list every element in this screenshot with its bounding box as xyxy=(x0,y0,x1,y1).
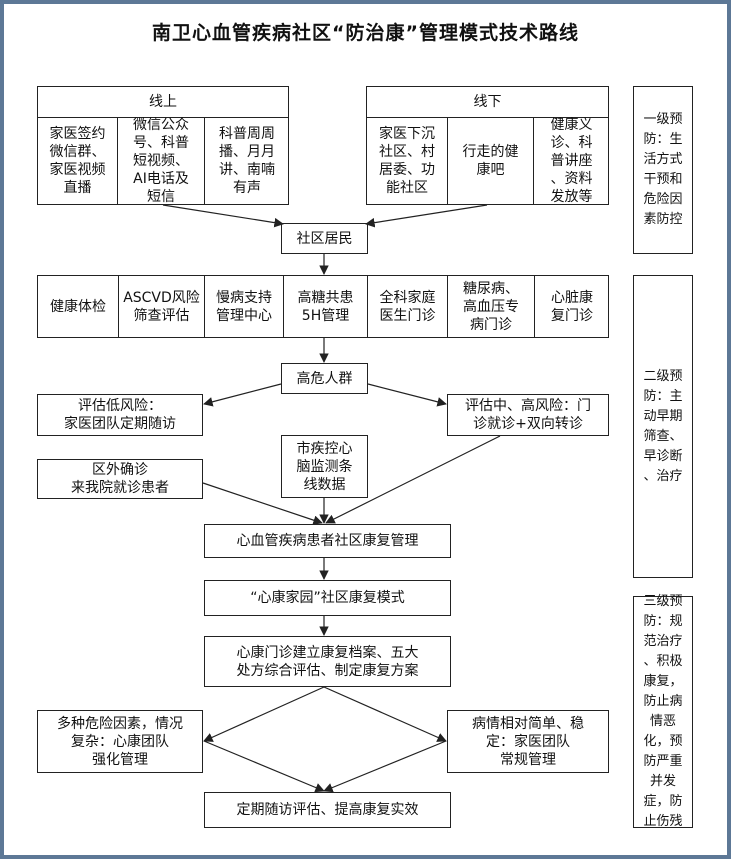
online-group: 线上 家医签约 微信群、 家医视频 直播 微信公众 号、科普 短视频、 AI电话… xyxy=(37,86,289,205)
service-health-checkup: 健康体检 xyxy=(50,298,106,315)
service-5h-management: 高糖共患 5H管理 xyxy=(283,276,367,337)
service-chronic-support-center: 慢病支持 管理中心 xyxy=(204,276,283,337)
offline-item-2: 行走的健 康吧 xyxy=(447,117,533,204)
service-ascvd-screening: ASCVD风险 筛查评估 xyxy=(118,276,204,337)
cdc-monitoring-box: 市疾控心 脑监测条 线数据 xyxy=(281,435,368,498)
prevention-level-1: 一级预 防：生 活方式 干预和 危险因 素防控 xyxy=(633,86,693,254)
simple-case-box: 病情相对简单、稳 定：家医团队 常规管理 xyxy=(447,710,609,773)
low-risk-box: 评估低风险： 家医团队定期随访 xyxy=(37,394,203,436)
followup-box: 定期随访评估、提高康复实效 xyxy=(204,792,451,828)
offline-item-3: 健康义 诊、科 普讲座 、资料 发放等 xyxy=(533,117,608,204)
service-gp-clinic: 全科家庭 医生门诊 xyxy=(367,276,447,337)
complex-case-box: 多种危险因素，情况 复杂：心康团队 强化管理 xyxy=(37,710,203,773)
prevention-level-2: 二级预 防：主 动早期 筛查、 早诊断 、治疗 xyxy=(633,275,693,578)
mid-high-risk-box: 评估中、高风险：门 诊就诊+双向转诊 xyxy=(447,394,609,436)
services-row: 健康体检 ASCVD风险 筛查评估 慢病支持 管理中心 高糖共患 5H管理 全科… xyxy=(37,275,609,338)
community-rehab-management-box: 心血管疾病患者社区康复管理 xyxy=(204,524,451,558)
service-cardiac-rehab-clinic: 心脏康 复门诊 xyxy=(534,276,608,337)
xinkang-model-box: “心康家园”社区康复模式 xyxy=(204,580,451,616)
offline-header: 线下 xyxy=(367,87,608,118)
online-item-3: 科普周周 播、月月 讲、南喃 有声 xyxy=(204,117,288,204)
community-residents-box: 社区居民 xyxy=(281,223,368,254)
offline-group: 线下 家医下沉 社区、村 居委、功 能社区 行走的健 康吧 健康义 诊、科 普讲… xyxy=(366,86,609,205)
xinkang-clinic-box: 心康门诊建立康复档案、五大 处方综合评估、制定康复方案 xyxy=(204,636,451,687)
diagram-title: 南卫心血管疾病社区“防治康”管理模式技术路线 xyxy=(152,22,579,44)
online-item-1: 家医签约 微信群、 家医视频 直播 xyxy=(49,126,106,196)
offline-item-1: 家医下沉 社区、村 居委、功 能社区 xyxy=(379,126,435,196)
online-header: 线上 xyxy=(38,87,288,118)
service-specialty-clinic: 糖尿病、 高血压专 病门诊 xyxy=(447,276,534,337)
prevention-level-3: 三级预 防：规 范治疗 、积极 康复， 防止病 情恶 化，预 防严重 并发 症，… xyxy=(633,594,693,829)
outside-diagnosed-box: 区外确诊 来我院就诊患者 xyxy=(37,459,203,499)
high-risk-population-box: 高危人群 xyxy=(281,363,368,394)
online-item-2: 微信公众 号、科普 短视频、 AI电话及 短信 xyxy=(117,117,204,204)
